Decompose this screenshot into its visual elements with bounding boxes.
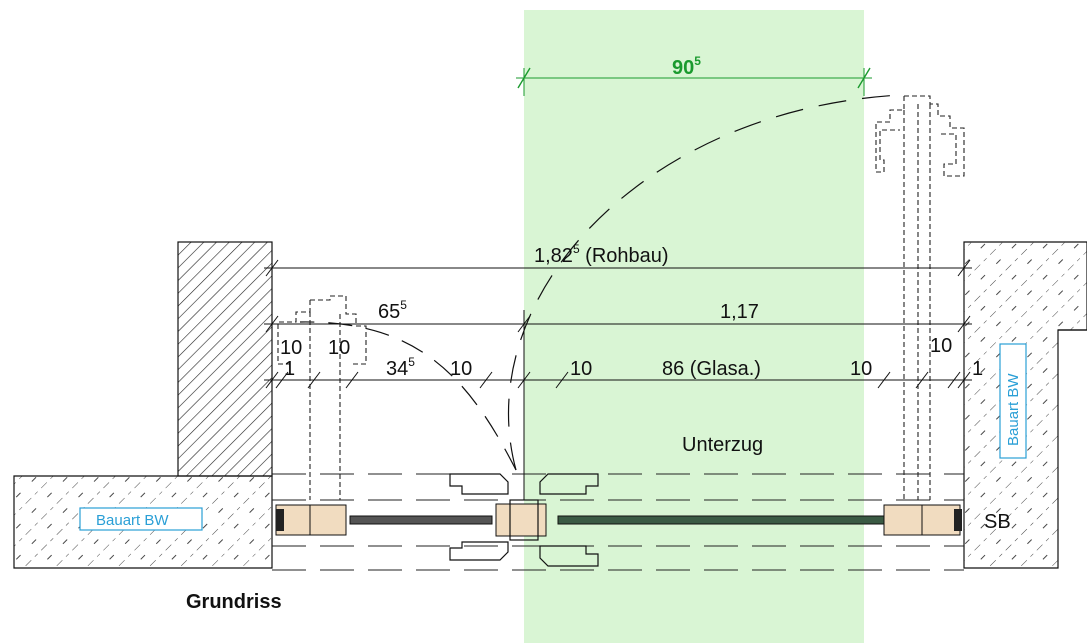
dim-right-1: 1 <box>972 358 983 380</box>
dim-seg-10c: 10 <box>850 358 872 380</box>
dim-left-leaf: 655 <box>378 298 407 323</box>
dim-seg-34: 345 <box>386 355 415 380</box>
dim-left-1: 1 <box>284 358 295 380</box>
label-sb: SB <box>984 511 1011 533</box>
dim-glass: 86 (Glasa.) <box>662 358 761 380</box>
clear-opening-highlight <box>524 10 864 643</box>
unterzug-lines <box>272 473 964 571</box>
dim-rohbau: 1,825 (Rohbau) <box>534 242 669 267</box>
dim-left-10a: 10 <box>280 337 302 359</box>
dim-seg-10a: 10 <box>450 358 472 380</box>
dim-right-leaf: 1,17 <box>720 301 759 323</box>
door-swing-arc <box>507 94 901 471</box>
dim-right-10-upper: 10 <box>930 335 952 357</box>
bauart-left-tag <box>79 507 203 531</box>
dim-left-10b: 10 <box>328 337 350 359</box>
dimension-lines <box>264 67 972 500</box>
bauart-right-tag <box>999 343 1027 459</box>
opened-leaf-profile <box>875 95 965 500</box>
door-section <box>275 503 962 537</box>
bauart-right-label: Bauart BW <box>1005 373 1022 446</box>
drawing-title: Grundriss <box>186 591 282 613</box>
bauart-left-label: Bauart BW <box>96 512 169 529</box>
label-unterzug: Unterzug <box>682 434 763 456</box>
dim-seg-10b: 10 <box>570 358 592 380</box>
left-wall <box>177 241 273 477</box>
dim-opening: 905 <box>672 54 701 79</box>
handle-profiles <box>449 473 599 567</box>
left-leaf-profile <box>277 295 367 500</box>
